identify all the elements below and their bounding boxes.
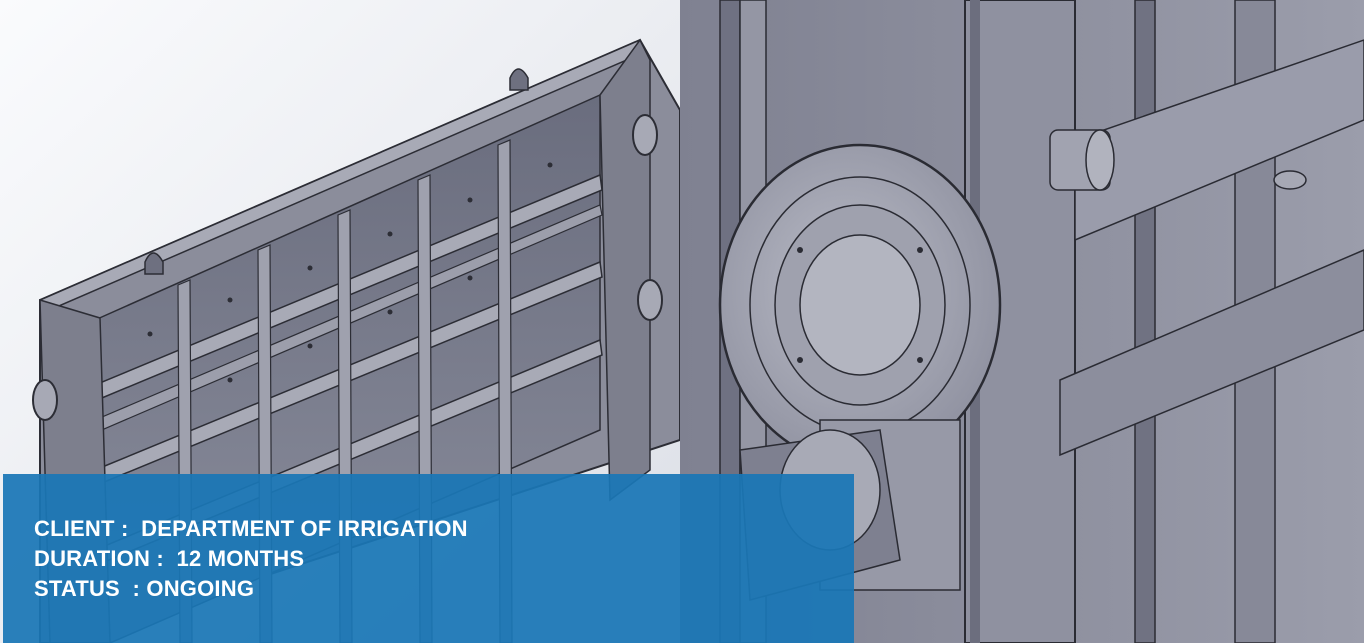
status-line: STATUS : ONGOING <box>34 576 255 601</box>
project-info-banner: CLIENT : DEPARTMENT OF IRRIGATION DURATI… <box>3 474 854 643</box>
client-line: CLIENT : DEPARTMENT OF IRRIGATION <box>34 516 468 541</box>
duration-line: DURATION : 12 MONTHS <box>34 546 305 571</box>
